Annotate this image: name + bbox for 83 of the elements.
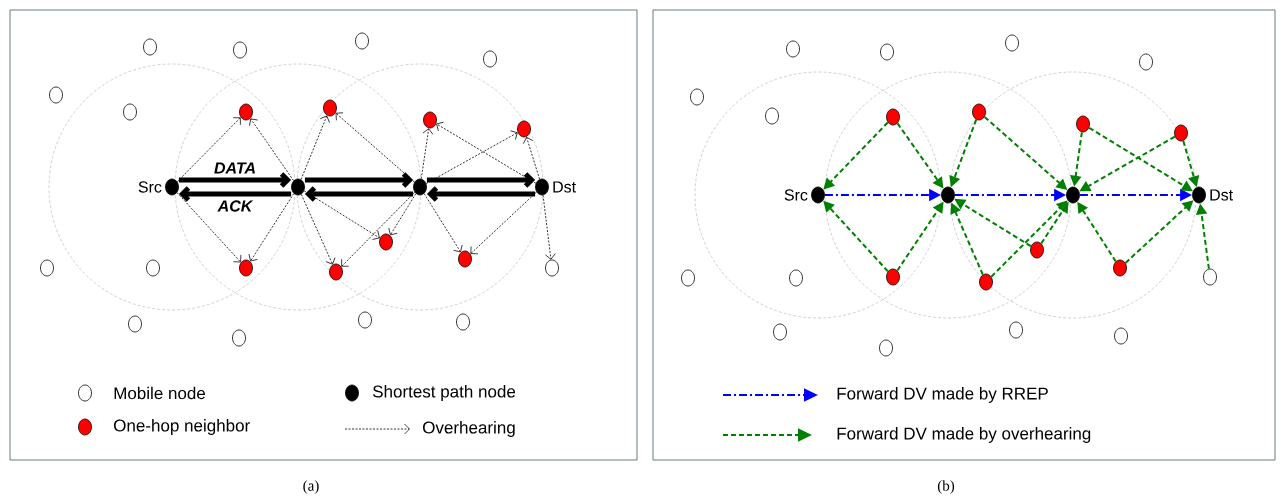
mobile-node [1139, 53, 1153, 71]
mobile-node [128, 315, 142, 333]
neighbor-node [423, 111, 437, 129]
legend-label: Mobile node [114, 386, 206, 400]
mobile-node [483, 50, 497, 68]
arrow [304, 186, 414, 202]
neighbor-node [1113, 259, 1127, 277]
neighbor-node [379, 233, 393, 251]
node-label: Src [784, 189, 808, 201]
neighbor-node [979, 273, 993, 291]
panel-caption: (a) [303, 480, 319, 494]
arrow [522, 137, 540, 180]
panel-caption: (b) [937, 480, 955, 494]
mobile-node [123, 103, 137, 121]
arrow [249, 118, 294, 181]
node-label: Src [138, 181, 162, 193]
arrow [436, 121, 537, 184]
neighbor-node [239, 103, 253, 121]
mobile-node [40, 259, 54, 277]
arrow [423, 193, 463, 253]
mobile-node [233, 41, 247, 59]
mobile-node [545, 259, 559, 277]
arrow [426, 186, 536, 202]
arrow [420, 128, 434, 180]
mobile-node [681, 269, 695, 287]
neighbor-node [972, 103, 986, 121]
arrow [341, 191, 416, 267]
mobile-node [456, 313, 470, 331]
arrow [178, 186, 292, 202]
mobile-node [355, 32, 369, 50]
mobile-node [232, 329, 246, 347]
legend-label: Shortest path node [373, 385, 516, 401]
arrow [470, 191, 537, 255]
arrow [542, 194, 556, 260]
mobile-node [1009, 321, 1023, 339]
neighbor-node [1030, 241, 1044, 259]
neighbor-node [886, 108, 900, 126]
path-node [413, 178, 427, 196]
mobile-node [690, 88, 704, 106]
arrow [300, 194, 336, 265]
mobile-node [1005, 34, 1019, 52]
legend-label: Overhearing [423, 421, 515, 437]
neighbor-node [323, 99, 337, 117]
arrow [248, 193, 295, 262]
mobile-node [358, 311, 372, 329]
node-label: Dst [553, 181, 576, 193]
mobile-node [49, 86, 63, 104]
edge-label: ACK [216, 199, 254, 213]
arrow [388, 193, 417, 236]
mobile-node [143, 38, 157, 56]
mobile-node [786, 40, 800, 58]
neighbor-node [329, 263, 343, 281]
mobile-node [880, 43, 894, 61]
legend-label: Forward DV made by overhearing [837, 427, 1091, 443]
arrow [303, 190, 380, 240]
mobile-node [1114, 327, 1128, 345]
legend-label: One-hop neighbor [114, 419, 250, 435]
neighbor-node [458, 250, 472, 268]
mobile-node [879, 339, 893, 357]
arrow [425, 130, 518, 184]
mobile-node [789, 269, 803, 287]
mobile-node [1203, 268, 1217, 286]
arrow [176, 192, 242, 263]
neighbor-node [1076, 115, 1090, 133]
neighbor-node [1174, 124, 1188, 142]
arrow [335, 112, 415, 183]
mobile-node [773, 323, 787, 341]
arrow [178, 172, 292, 188]
arrow [426, 172, 536, 188]
legend-label: Forward DV made by RREP [837, 387, 1048, 403]
mobile-node [765, 107, 779, 125]
mobile-node [146, 259, 160, 277]
path-node [291, 178, 305, 196]
edge-label: DATA [212, 161, 258, 175]
node-label: Dst [1210, 189, 1233, 201]
path-node [1066, 186, 1080, 204]
arrow [176, 117, 241, 183]
arrow [300, 115, 330, 180]
path-node [941, 186, 955, 204]
neighbor-node [239, 259, 253, 277]
neighbor-node [517, 120, 531, 138]
neighbor-node [886, 268, 900, 286]
arrow [304, 172, 414, 188]
